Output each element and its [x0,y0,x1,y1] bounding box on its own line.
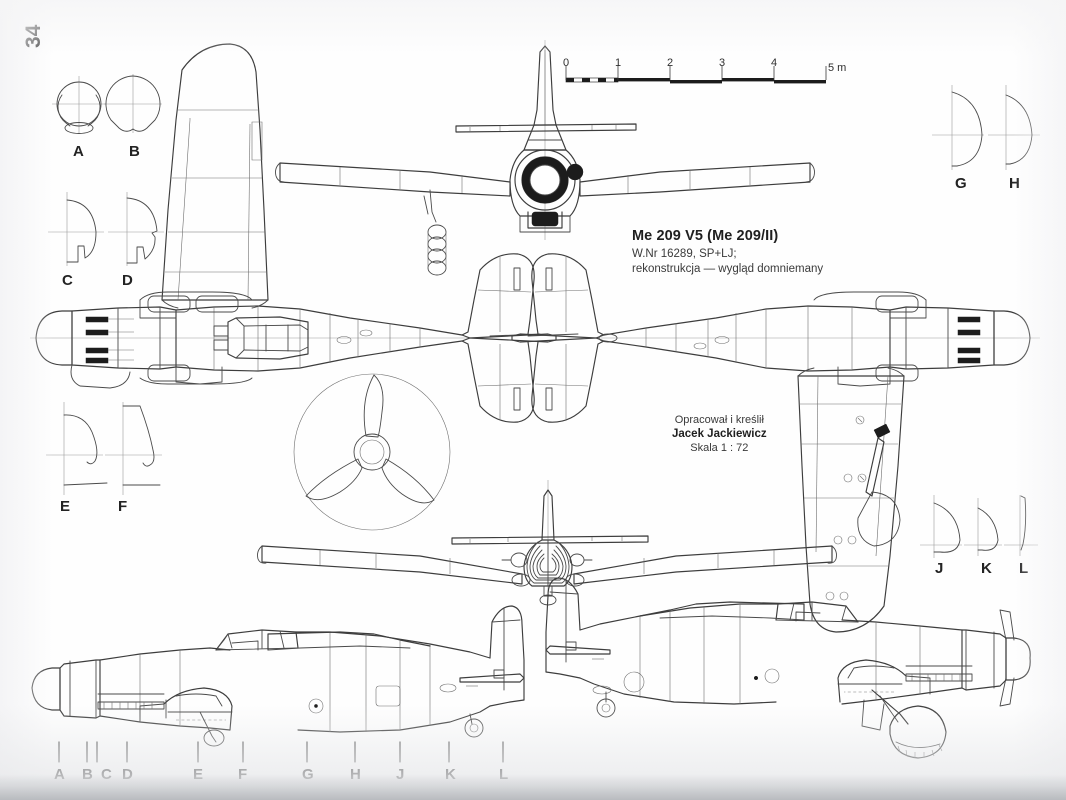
scale-tick-2: 2 [667,57,674,69]
section-label-L: L [1019,560,1029,577]
scale-tick-3: 3 [719,57,726,69]
section-label-J: J [935,560,944,577]
credit-block: Opracował i kreślił Jacek Jackiewicz Ska… [672,414,767,454]
scale-tick-0: 0 [563,57,570,69]
section-F [105,402,162,495]
station-tick-marks [58,741,504,763]
section-label-D: D [122,272,134,289]
title-block: Me 209 V5 (Me 209/II) W.Nr 16289, SP+LJ;… [632,228,823,275]
credit-author: Jacek Jackiewicz [672,428,767,440]
section-label-A: A [73,143,85,160]
station-label-H: H [350,766,362,783]
station-label-A: A [54,766,66,783]
section-B [104,74,162,133]
station-label-C: C [101,766,113,783]
section-G [932,85,984,170]
station-label-B: B [82,766,94,783]
section-K [964,498,1002,556]
profile-view-port [31,605,525,747]
scale-tick-1: 1 [615,57,622,69]
section-A [52,76,106,134]
station-label-F: F [238,766,248,783]
scale-unit-label: 5 m [828,62,847,74]
station-label-J: J [396,766,405,783]
section-E [46,402,108,495]
drawing-note: rekonstrukcja — wygląd domniemany [632,263,824,275]
station-label-D: D [122,766,134,783]
section-label-F: F [118,498,128,515]
drawing-title: Me 209 V5 (Me 209/II) [632,228,779,244]
section-H [988,85,1040,170]
station-label-K: K [445,766,457,783]
credit-line: Opracował i kreślił [674,414,764,426]
drawing-subtitle: W.Nr 16289, SP+LJ; [632,248,737,260]
section-J [920,495,962,558]
section-label-B: B [129,143,141,160]
section-label-E: E [60,498,71,515]
section-D [108,192,164,266]
plan-view-bottom [511,253,1040,633]
section-label-H: H [1009,175,1021,192]
scale-bar-graphic [565,66,827,84]
plan-view-top [30,43,557,423]
rear-elevation [257,480,837,606]
section-label-C: C [62,272,74,289]
section-label-K: K [981,560,993,577]
page-number: 34 [22,24,45,48]
scale-tick-4: 4 [771,57,778,69]
section-label-G: G [955,175,968,192]
section-C [48,192,104,266]
section-L [1004,495,1038,556]
station-label-E: E [193,766,204,783]
propeller-disc-diagram [293,373,451,531]
profile-view-starboard [545,577,1031,759]
credit-scale: Skala 1 : 72 [690,442,749,454]
station-label-G: G [302,766,315,783]
station-label-L: L [499,766,509,783]
